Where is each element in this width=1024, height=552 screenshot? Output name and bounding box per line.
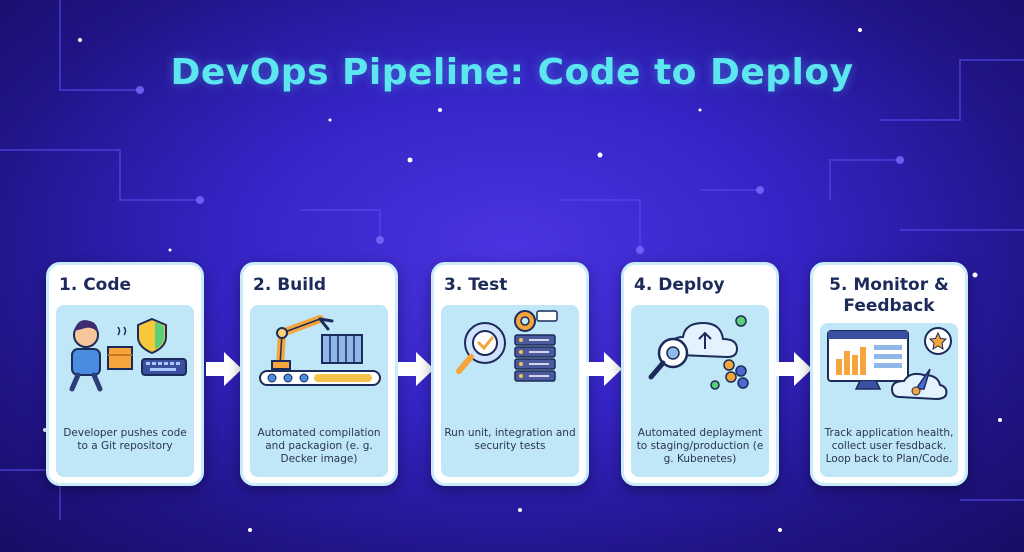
stage-card-test: 3. Test Run unit, integration and securi… <box>431 262 589 486</box>
robotic-arm-build-icon <box>259 315 381 386</box>
stage-illustration-panel: Track application health, collect user f… <box>820 323 958 477</box>
stage-card-monitor-feedback: 5. Monitor & Feedback Track application … <box>810 262 968 486</box>
testing-magnifier-server-icon <box>456 310 558 382</box>
stage-label: 1. Code <box>59 275 132 295</box>
stage-card-deploy: 4. Deploy Automated deplayment to stagin… <box>621 262 779 486</box>
right-arrow-icon <box>586 352 622 386</box>
developer-pushing-code-icon <box>69 317 187 392</box>
monitoring-dashboard-icon <box>827 327 952 401</box>
stage-description: Automated deplayment to staging/producti… <box>636 427 764 465</box>
stage-card-code: 1. Code Developer pushes code to a Git r… <box>46 262 204 486</box>
stage-label: 3. Test <box>444 275 508 295</box>
right-arrow-icon <box>776 352 812 386</box>
stage-illustration-panel: Developer pushes code to a Git repositor… <box>56 305 194 477</box>
stage-label: 5. Monitor & Feedback <box>829 275 949 316</box>
stage-description: Run unit, integration and security tests <box>444 427 576 452</box>
stage-description: Track application health, collect user f… <box>824 427 954 465</box>
stage-description: Developer pushes code to a Git repositor… <box>63 427 187 452</box>
right-arrow-icon <box>398 352 434 386</box>
cloud-deployment-icon <box>648 315 749 390</box>
stage-illustration-panel: Run unit, integration and security tests <box>441 305 579 477</box>
right-arrow-icon <box>206 352 242 386</box>
diagram-title: DevOps Pipeline: Code to Deploy <box>170 52 854 93</box>
stage-description: Automated compilation and packagion (e. … <box>257 427 381 465</box>
stage-illustration-panel: Automated deplayment to staging/producti… <box>631 305 769 477</box>
stage-illustration-panel: Automated compilation and packagion (e. … <box>250 305 388 477</box>
stage-card-build: 2. Build Automated compilation and packa… <box>240 262 398 486</box>
stage-label: 2. Build <box>253 275 327 295</box>
stage-label: 4. Deploy <box>634 275 725 295</box>
